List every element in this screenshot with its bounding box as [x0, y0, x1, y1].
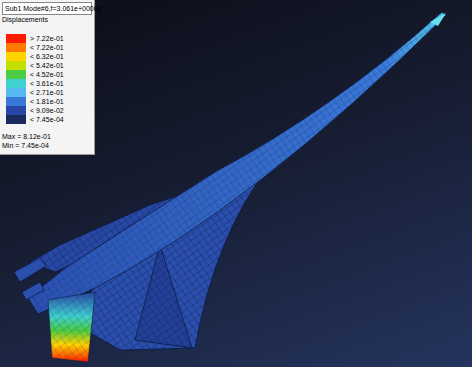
legend-swatch [6, 61, 26, 70]
legend-row: < 7.45e-04 [6, 115, 92, 124]
plot-title: Sub1 Mode#6,f=3.061e+000Hz [5, 4, 89, 13]
legend-swatch [6, 34, 26, 43]
result-type: Displacements [2, 15, 92, 24]
legend-swatch [6, 52, 26, 61]
extreme-value: Max = 8.12e-01 [2, 132, 92, 141]
legend-value: < 2.71e-01 [30, 88, 64, 97]
legend-swatch [6, 106, 26, 115]
legend-value: < 7.45e-04 [30, 115, 64, 124]
color-legend: > 7.22e-01< 7.22e-01< 6.32e-01< 5.42e-01… [6, 34, 92, 124]
legend-value: < 5.42e-01 [30, 61, 64, 70]
legend-value: < 1.81e-01 [30, 97, 64, 106]
legend-row: > 7.22e-01 [6, 34, 92, 43]
legend-value: < 4.52e-01 [30, 70, 64, 79]
legend-value: < 6.32e-01 [30, 52, 64, 61]
legend-row: < 7.22e-01 [6, 43, 92, 52]
legend-row: < 1.81e-01 [6, 97, 92, 106]
legend-swatch [6, 88, 26, 97]
legend-row: < 4.52e-01 [6, 70, 92, 79]
legend-value: < 3.61e-01 [30, 79, 64, 88]
legend-panel: Sub1 Mode#6,f=3.061e+000Hz Displacements… [0, 0, 95, 155]
legend-swatch [6, 70, 26, 79]
title-box: Sub1 Mode#6,f=3.061e+000Hz [2, 2, 92, 15]
legend-row: < 9.09e-02 [6, 106, 92, 115]
legend-row: < 3.61e-01 [6, 79, 92, 88]
legend-row: < 5.42e-01 [6, 61, 92, 70]
tail-surfaces [14, 258, 46, 300]
legend-row: < 6.32e-01 [6, 52, 92, 61]
legend-row: < 2.71e-01 [6, 88, 92, 97]
legend-value: < 9.09e-02 [30, 106, 64, 115]
extreme-value: Min = 7.45e-04 [2, 141, 92, 150]
legend-swatch [6, 115, 26, 124]
legend-swatch [6, 79, 26, 88]
legend-swatch [6, 97, 26, 106]
legend-value: > 7.22e-01 [30, 34, 64, 43]
contour-hotspot [48, 292, 95, 362]
legend-swatch [6, 43, 26, 52]
legend-value: < 7.22e-01 [30, 43, 64, 52]
